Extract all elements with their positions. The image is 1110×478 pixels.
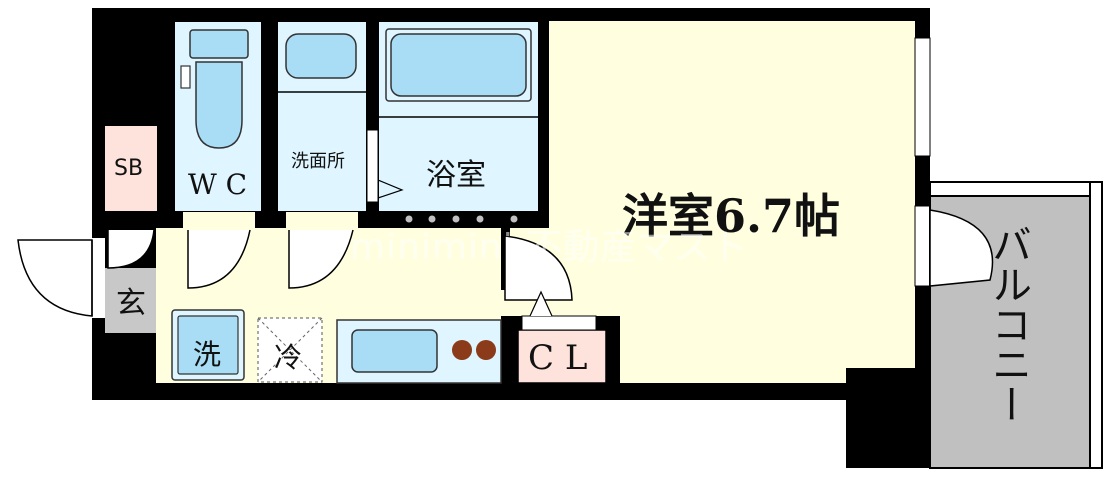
balcony-top-strip (929, 181, 1091, 197)
bath-door-swing (377, 179, 404, 199)
wc-door-opening (183, 212, 255, 228)
closet-label: C L (528, 338, 588, 378)
washroom-label: 洗面所 (291, 151, 345, 172)
front-door-opening (92, 238, 105, 318)
toilet-bowl (195, 61, 243, 149)
wash-basin (285, 33, 357, 79)
closet-door-swing (529, 290, 553, 317)
washer-label: 洗 (193, 338, 222, 371)
entrance-label: 玄 (116, 286, 146, 321)
fridge-space (257, 317, 323, 383)
western-room-label: 洋室6.7帖 (622, 189, 841, 243)
closet-box (517, 329, 607, 384)
balcony-door-swing (929, 209, 994, 287)
wc-label: W C (188, 168, 248, 201)
toilet-tank (189, 29, 249, 59)
stove-burner (476, 340, 496, 360)
wc-door-swing (187, 229, 251, 289)
balcony-right-strip (1089, 181, 1103, 469)
closet-door-frame (521, 315, 597, 331)
window-lower (914, 205, 931, 287)
bathtub-inner (390, 33, 527, 97)
vent-dot (452, 215, 460, 223)
vent-dot (405, 215, 413, 223)
sb-label: SB (114, 156, 144, 181)
entrance-floor (105, 268, 156, 333)
washroom-door-opening (286, 212, 358, 228)
window-upper (914, 37, 931, 157)
watermark: minimini 不動産マスト (350, 227, 749, 268)
vent-dot (428, 215, 436, 223)
washer-inner (177, 315, 239, 375)
balcony-label: バルコニー (985, 224, 1031, 424)
washroom-door-swing (288, 229, 354, 289)
bath-label: 浴室 (426, 158, 486, 193)
kitchen-sink (351, 329, 438, 373)
fridge-label: 冷 (274, 341, 303, 374)
front-door-swing (17, 239, 93, 317)
sb-box (105, 126, 157, 211)
entrance-inner-door (107, 229, 155, 269)
bath-door-frame (366, 129, 379, 203)
vent-dot (510, 215, 518, 223)
vent-dot (476, 215, 484, 223)
stove-burner (452, 340, 472, 360)
room-door-swing (504, 235, 573, 301)
toilet-paper (180, 65, 191, 89)
